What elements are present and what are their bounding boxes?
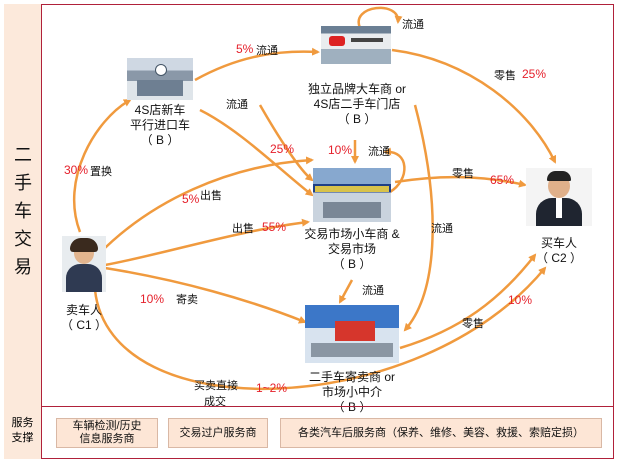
pct-seller-market-a: 5% — [182, 192, 200, 206]
node-buyer-line: 买车人 — [540, 236, 577, 250]
node-consign-line: （ B ） — [332, 400, 372, 414]
side-title-char: 车 — [14, 201, 32, 222]
node-independent-dealer: 独立品牌大车商 or 4S店二手车门店 （ B ） — [292, 82, 422, 127]
pct-independent-buyer: 25% — [522, 67, 547, 81]
service-transfer-label: 交易过户服务商 — [179, 426, 257, 439]
4s-dealer-photo — [127, 58, 193, 100]
arrow-4s-to-market — [199, 108, 314, 197]
service-inspection-line: 信息服务商 — [79, 433, 135, 445]
arrow-4s-down-to-market — [258, 104, 314, 182]
node-independent-line: （ B ） — [337, 112, 377, 126]
label-circulation-4s-market: 流通 — [226, 99, 248, 111]
node-market-line: （ B ） — [332, 257, 372, 271]
node-consign: 二手车寄卖商 or 市场小中介 （ B ） — [290, 370, 414, 415]
label-sell-b: 出售 — [232, 223, 254, 235]
service-transfer: 交易过户服务商 — [168, 418, 268, 448]
consign-photo — [305, 305, 399, 363]
arrow-independent-loop — [357, 6, 403, 29]
pct-market-buyer: 65% — [490, 173, 515, 187]
label-consign: 寄卖 — [176, 294, 198, 306]
pct-consign-buyer: 10% — [508, 293, 533, 307]
label-replace: 置换 — [90, 166, 112, 178]
node-seller: 卖车人 （ C1 ） — [52, 303, 116, 333]
service-aftermarket-label: 各类汽车后服务商（保养、维修、美容、救援、索赔定损） — [298, 426, 584, 439]
services-label: 服务 支撑 — [4, 406, 42, 459]
side-title-char: 易 — [14, 257, 32, 278]
pct-4s-market: 25% — [270, 142, 295, 156]
node-independent-line: 4S店二手车门店 — [313, 97, 401, 111]
side-title-char: 手 — [14, 173, 32, 194]
node-consign-line: 二手车寄卖商 or — [308, 370, 395, 384]
arrow-market-to-consign — [338, 279, 354, 304]
arrow-market-to-buyer — [394, 175, 527, 188]
node-consign-line: 市场小中介 — [321, 385, 382, 399]
arrow-independent-to-consign — [403, 104, 434, 332]
node-independent-line: 独立品牌大车商 or — [307, 82, 406, 96]
node-4s-line: 4S店新车 — [134, 103, 186, 117]
node-4s-line: （ B ） — [140, 133, 180, 147]
label-direct-line1: 买卖直接 — [194, 380, 238, 392]
service-inspection-line: 车辆检测/历史 — [72, 420, 142, 432]
label-circulation-independent-loop: 流通 — [402, 19, 424, 31]
node-buyer: 买车人 （ C2 ） — [526, 236, 592, 266]
label-retail-market: 零售 — [452, 168, 474, 180]
node-4s-line: 平行进口车 — [129, 118, 190, 132]
arrow-independent-to-buyer — [391, 48, 557, 164]
node-market-line: 交易市场 — [327, 242, 376, 256]
label-retail-consign: 零售 — [462, 318, 484, 330]
arrow-seller-to-4s — [73, 98, 132, 233]
pct-seller-market-b: 55% — [262, 220, 287, 234]
arrow-seller-to-market-b — [104, 218, 310, 267]
label-circulation-independent-consign: 流通 — [431, 223, 453, 235]
seller-photo — [62, 236, 106, 292]
node-seller-line: 卖车人 — [65, 303, 102, 317]
arrow-seller-to-buyer-direct — [93, 266, 547, 391]
pct-seller-4s: 30% — [64, 163, 89, 177]
market-photo — [313, 168, 391, 222]
pct-direct: 1~2% — [256, 381, 288, 395]
node-buyer-line: （ C2 ） — [535, 251, 582, 265]
arrow-seller-to-consign — [104, 266, 307, 324]
services-label-line: 支撑 — [11, 432, 34, 444]
label-direct-line2: 成交 — [204, 396, 226, 408]
arrow-4s-to-independent — [194, 47, 320, 82]
side-title-char: 二 — [14, 145, 32, 166]
side-title-char: 交 — [14, 229, 32, 250]
side-title-panel: 二 手 车 交 易 — [4, 4, 42, 406]
node-market-line: 交易市场小车商 & — [304, 227, 400, 241]
services-row — [4, 406, 614, 459]
node-seller-line: （ C1 ） — [60, 318, 107, 332]
service-inspection: 车辆检测/历史 信息服务商 — [56, 418, 158, 448]
services-label-line: 服务 — [11, 417, 34, 429]
node-4s-dealer: 4S店新车 平行进口车 （ B ） — [110, 103, 210, 148]
label-circulation-market-consign: 流通 — [362, 285, 384, 297]
arrow-market-loop — [383, 147, 406, 194]
service-aftermarket: 各类汽车后服务商（保养、维修、美容、救援、索赔定损） — [280, 418, 602, 448]
pct-independent-market: 10% — [328, 143, 353, 157]
label-sell-a: 出售 — [200, 190, 222, 202]
buyer-photo — [526, 168, 592, 226]
diagram-frame — [4, 4, 614, 459]
pct-seller-consign: 10% — [140, 292, 165, 306]
label-circulation-market-loop: 流通 — [368, 146, 390, 158]
node-market: 交易市场小车商 & 交易市场 （ B ） — [292, 227, 412, 272]
label-circulation-4s-independent: 流通 — [256, 45, 278, 57]
independent-dealer-photo — [321, 26, 391, 64]
side-title: 二 手 车 交 易 — [4, 142, 42, 282]
label-retail-independent: 零售 — [494, 70, 516, 82]
arrow-consign-to-buyer — [399, 253, 537, 350]
pct-4s-independent: 5% — [236, 42, 254, 56]
arrow-seller-to-market-a — [94, 156, 314, 259]
